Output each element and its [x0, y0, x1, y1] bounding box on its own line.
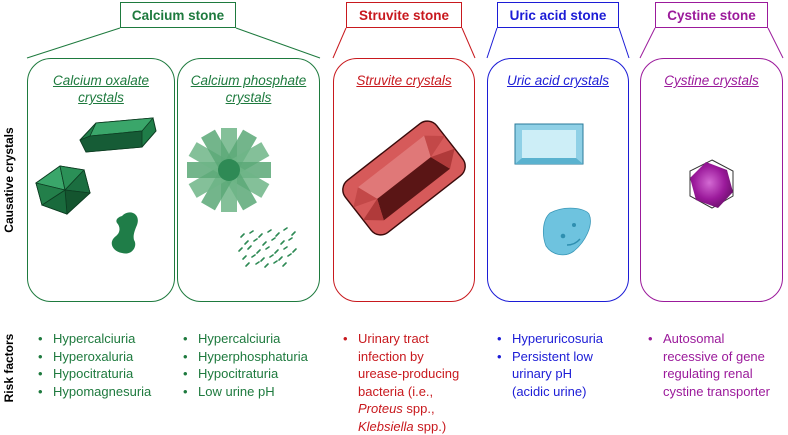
- risk-line: recessive of gene: [663, 348, 770, 366]
- risk-line: Persistent low: [512, 348, 603, 366]
- risk-item: Autosomal recessive of gene regulating r…: [645, 330, 770, 400]
- risk-item: Hypercalciuria: [180, 330, 308, 348]
- risk-line: urease-producing: [358, 365, 459, 383]
- risk-line: infection by: [358, 348, 459, 366]
- risk-item: Hyperuricosuria: [494, 330, 603, 348]
- risk-line-text: spp.): [414, 419, 447, 434]
- uric-acid-plate: [515, 124, 583, 164]
- calcium-oxalate-octahedron: [36, 166, 90, 214]
- risk-line: Klebsiella spp.): [358, 418, 459, 435]
- risk-line: Urinary tract: [358, 330, 459, 348]
- struvite-coffin-lid: [338, 116, 470, 239]
- risk-list-uric-acid: Hyperuricosuria Persistent low urinary p…: [494, 330, 603, 400]
- calcium-phosphate-needles: [239, 228, 296, 267]
- risk-list-calcium-oxalate: Hypercalciuria Hyperoxaluria Hypocitratu…: [35, 330, 151, 400]
- risk-item: Low urine pH: [180, 383, 308, 401]
- risk-item: Hyperphosphaturia: [180, 348, 308, 366]
- risk-line: regulating renal: [663, 365, 770, 383]
- risk-item: Hypocitraturia: [35, 365, 151, 383]
- calcium-oxalate-dumbbell: [112, 212, 138, 253]
- risk-item: Hypocitraturia: [180, 365, 308, 383]
- risk-item: Hypercalciuria: [35, 330, 151, 348]
- cystine-hexagon: [690, 160, 733, 208]
- risk-line: (acidic urine): [512, 383, 603, 401]
- organism-proteus: Proteus: [358, 401, 403, 416]
- risk-list-struvite: Urinary tract infection by urease-produc…: [340, 330, 459, 435]
- risk-line: cystine transporter: [663, 383, 770, 401]
- risk-line-text: spp.,: [403, 401, 435, 416]
- calcium-phosphate-starburst: [187, 128, 271, 212]
- risk-item: Urinary tract infection by urease-produc…: [340, 330, 459, 435]
- risk-line: Autosomal: [663, 330, 770, 348]
- risk-item: Hyperoxaluria: [35, 348, 151, 366]
- risk-list-cystine: Autosomal recessive of gene regulating r…: [645, 330, 770, 400]
- organism-klebsiella: Klebsiella: [358, 419, 414, 434]
- risk-item: Persistent low urinary pH (acidic urine): [494, 348, 603, 401]
- calcium-oxalate-prism: [80, 118, 156, 152]
- risk-line: Proteus spp.,: [358, 400, 459, 418]
- risk-line: urinary pH: [512, 365, 603, 383]
- risk-list-calcium-phosphate: Hypercalciuria Hyperphosphaturia Hypocit…: [180, 330, 308, 400]
- risk-item: Hypomagnesuria: [35, 383, 151, 401]
- risk-line: bacteria (i.e.,: [358, 383, 459, 401]
- uric-acid-rhomboid: [543, 208, 590, 255]
